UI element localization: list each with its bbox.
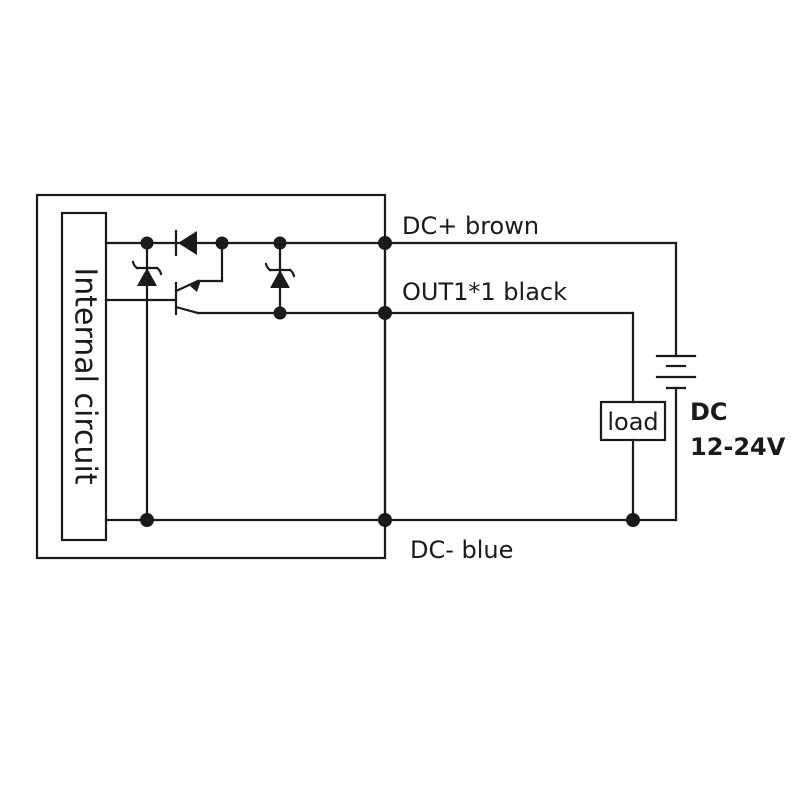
supply-label-voltage: 12-24V <box>690 433 786 461</box>
junction-node <box>273 306 287 320</box>
battery-symbol <box>655 354 697 390</box>
out1-label: OUT1*1 black <box>402 278 567 306</box>
junction-node <box>215 236 229 250</box>
dc-minus-label: DC- blue <box>410 536 513 564</box>
terminal-dc-minus-node <box>378 513 392 527</box>
junction-node <box>140 236 154 250</box>
junction-node <box>273 236 287 250</box>
load-box <box>599 400 667 442</box>
internal-circuit-label: Internal circuit <box>68 267 103 485</box>
series-diode <box>163 229 207 257</box>
dc-plus-label: DC+ brown <box>402 212 539 240</box>
terminal-dc-plus-node <box>378 236 392 250</box>
zener-diode-right <box>264 241 296 315</box>
zener-diode-left <box>131 241 163 522</box>
internal-circuit-block <box>60 211 108 542</box>
terminal-out-node <box>378 306 392 320</box>
junction-node <box>140 513 154 527</box>
supply-label-dc: DC <box>690 398 728 426</box>
load-label: load <box>607 408 658 436</box>
